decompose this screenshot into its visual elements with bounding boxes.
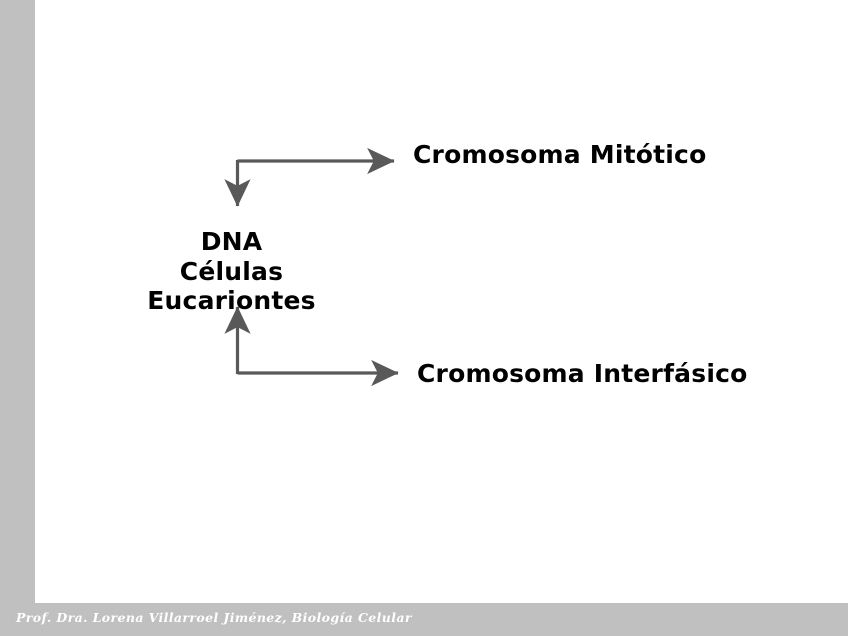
center-node-line-2: Células Eucariontes <box>147 256 316 316</box>
node-label-dna-celulas-eucariontes: DNA Células Eucariontes <box>99 227 364 316</box>
connector-top-elbow <box>224 147 395 207</box>
footer-credit-text: Prof. Dra. Lorena Villarroel Jiménez, Bi… <box>16 610 412 625</box>
node-label-cromosoma-mitotico: Cromosoma Mitótico <box>413 140 707 169</box>
left-accent-band <box>0 0 35 603</box>
node-label-cromosoma-interfasico: Cromosoma Interfásico <box>417 359 748 388</box>
connector-bottom-elbow <box>224 306 399 387</box>
center-node-line-1: DNA <box>200 227 263 256</box>
footer-band <box>0 603 848 636</box>
